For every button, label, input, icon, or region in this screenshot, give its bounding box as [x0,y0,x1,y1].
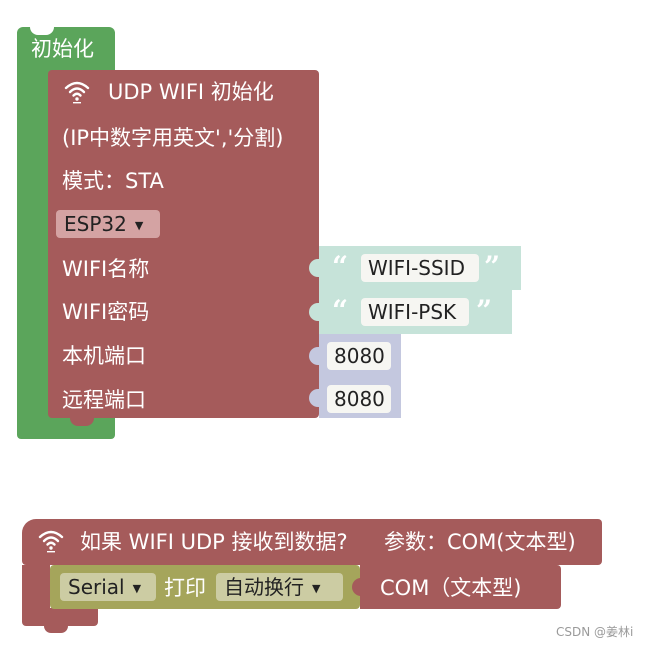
chevron-down-icon: ▼ [134,218,144,232]
udp-init-title: UDP WIFI 初始化 [108,80,274,104]
local-port-field[interactable]: 8080 [327,342,391,370]
udp-init-mode: 模式：STA [62,169,164,193]
udp-receive-bottom-notch [44,626,68,633]
com-input-tab [352,578,362,596]
serial-print-label: 打印 [164,576,206,600]
init-block-label: 初始化 [31,37,94,61]
ssid-open-quote: “ [332,250,349,283]
local-port-input-tab [309,347,319,365]
ssid-label: WIFI名称 [62,257,150,281]
serial-select-value: Serial [68,575,125,599]
wifi-icon [38,530,64,553]
udp-init-bottom-notch [70,418,94,426]
board-select-value: ESP32 [64,212,127,236]
udp-init-block[interactable] [48,70,319,418]
remote-port-input-tab [309,389,319,407]
psk-input-tab [309,303,319,321]
udp-receive-title: 如果 WIFI UDP 接收到数据? [80,530,348,554]
local-port-label: 本机端口 [62,344,146,368]
udp-receive-block-foot [22,608,98,626]
ssid-input-tab [309,259,319,277]
psk-open-quote: “ [332,294,349,327]
board-select-dropdown[interactable]: ESP32 ▼ [56,210,160,238]
wifi-icon [64,81,90,104]
psk-label: WIFI密码 [62,300,150,324]
chevron-down-icon: ▼ [312,581,321,595]
com-value-label: COM（文本型) [380,576,522,600]
udp-receive-param: 参数：COM(文本型) [384,530,576,554]
remote-port-label: 远程端口 [62,388,146,412]
udp-receive-block[interactable] [22,519,602,565]
init-top-notch [30,27,54,35]
watermark: CSDN @姜林i [556,625,634,639]
remote-port-field[interactable]: 8080 [327,385,391,413]
ssid-field[interactable]: WIFI-SSID [361,254,479,282]
udp-init-hint: (IP中数字用英文','分割) [62,126,284,150]
psk-close-quote: ” [476,294,493,327]
serial-select-dropdown[interactable]: Serial ▼ [60,573,156,601]
chevron-down-icon: ▼ [132,581,142,595]
ssid-close-quote: ” [484,250,501,283]
udp-receive-block-spine [22,565,50,615]
com-value-block[interactable] [360,565,561,609]
newline-select-dropdown[interactable]: 自动换行 ▼ [216,573,343,601]
newline-select-value: 自动换行 [224,575,304,599]
psk-field[interactable]: WIFI-PSK [361,298,469,326]
